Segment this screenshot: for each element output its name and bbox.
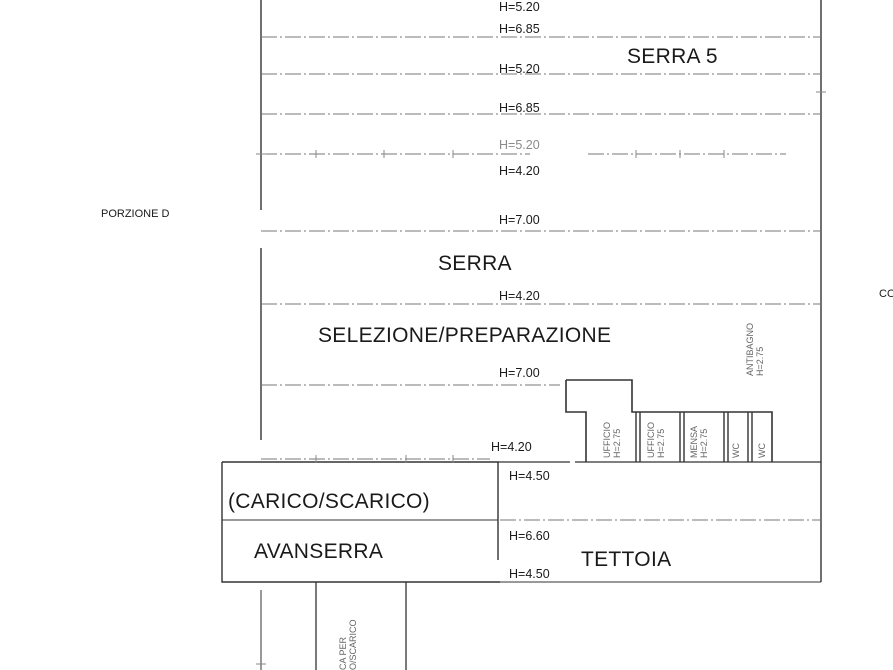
service-block-outline [565,379,773,462]
height-label: H=7.00 [499,366,540,380]
height-label: H=4.20 [499,164,540,178]
height-label: H=6.85 [499,101,540,115]
height-label: H=6.60 [509,529,550,543]
room-wc-label: WC [757,443,767,458]
room-wall-2 [679,412,685,462]
zone-tettoia-label: TETTOIA [581,548,672,571]
height-label: H=4.20 [491,440,532,454]
room-wc-label: WC [731,443,741,458]
room-wall-3 [723,412,729,462]
height-label: H=7.00 [499,213,540,227]
portion-label: PORZIONE D [101,208,170,220]
zone-serra5-label: SERRA 5 [627,45,718,68]
room-wall-1 [635,412,641,462]
carico-block-outline [221,461,500,583]
height-label: H=5.20 [499,138,540,152]
height-label: H=5.20 [499,62,540,76]
zone-carico-label: (CARICO/SCARICO) [228,490,430,513]
zone-avanserra-label: AVANSERRA [254,540,384,563]
height-label: H=4.50 [509,567,550,581]
height-label: H=4.50 [509,469,550,483]
room-wall-4 [747,412,753,462]
height-label: H=5.20 [499,0,540,14]
bottom-room [315,582,407,670]
zone-serra-label: SERRA [438,252,512,275]
zone-selezione-label: SELEZIONE/PREPARAZIONE [318,324,612,347]
height-label: H=4.20 [499,289,540,303]
height-label: H=6.85 [499,22,540,36]
right-cut-label: CO [879,288,893,300]
